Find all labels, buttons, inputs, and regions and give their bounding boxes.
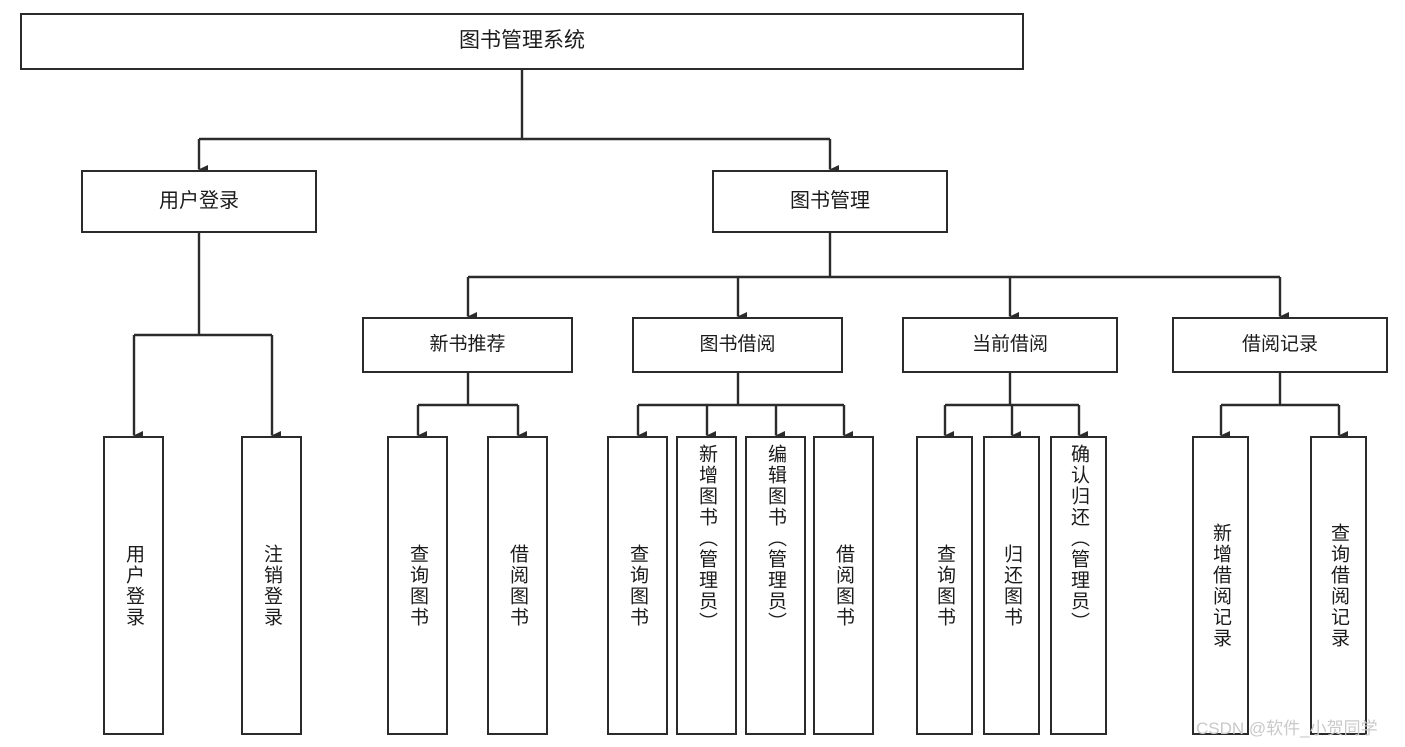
node-new-book-recommend[interactable]: 新书推荐	[362, 317, 573, 373]
node-book-borrow[interactable]: 图书借阅	[632, 317, 843, 373]
node-leaf-query-book-3[interactable]: 查询图书	[916, 436, 973, 735]
node-root[interactable]: 图书管理系统	[20, 13, 1024, 70]
node-leaf-confirm-return-label: 确认归还（管理员）	[1068, 444, 1089, 633]
node-leaf-query-book-2[interactable]: 查询图书	[607, 436, 668, 735]
node-user-login-label: 用户登录	[159, 189, 239, 212]
node-leaf-confirm-return[interactable]: 确认归还（管理员）	[1050, 436, 1107, 735]
node-leaf-borrow-book-2[interactable]: 借阅图书	[813, 436, 874, 735]
node-current-borrow-label: 当前借阅	[971, 333, 1048, 355]
node-leaf-add-record[interactable]: 新增借阅记录	[1192, 436, 1249, 735]
node-book-manage-label: 图书管理	[790, 189, 870, 212]
node-leaf-add-book-label: 新增图书（管理员）	[696, 444, 717, 633]
node-leaf-user-login-label: 用户登录	[123, 543, 144, 628]
node-leaf-query-book-2-label: 查询图书	[627, 543, 648, 628]
node-leaf-query-record[interactable]: 查询借阅记录	[1310, 436, 1367, 735]
node-book-borrow-label: 图书借阅	[699, 333, 776, 355]
node-root-label: 图书管理系统	[459, 29, 585, 53]
node-leaf-return-book[interactable]: 归还图书	[983, 436, 1040, 735]
node-leaf-return-book-label: 归还图书	[1001, 543, 1022, 628]
node-borrow-record[interactable]: 借阅记录	[1172, 317, 1388, 373]
node-leaf-query-book-1-label: 查询图书	[407, 543, 428, 628]
node-borrow-record-label: 借阅记录	[1241, 333, 1318, 355]
watermark: CSDN @软件_小贺同学	[1196, 719, 1378, 738]
node-user-login[interactable]: 用户登录	[81, 170, 317, 233]
node-current-borrow[interactable]: 当前借阅	[902, 317, 1118, 373]
node-leaf-edit-book-label: 编辑图书（管理员）	[765, 444, 786, 633]
node-leaf-edit-book[interactable]: 编辑图书（管理员）	[745, 436, 806, 735]
node-leaf-add-record-label: 新增借阅记录	[1210, 522, 1231, 649]
node-leaf-borrow-book-2-label: 借阅图书	[833, 543, 854, 628]
node-leaf-borrow-book-1-label: 借阅图书	[507, 543, 528, 628]
node-new-book-recommend-label: 新书推荐	[429, 333, 506, 355]
node-leaf-logout-label: 注销登录	[261, 543, 282, 628]
node-leaf-user-login[interactable]: 用户登录	[103, 436, 164, 735]
node-leaf-query-record-label: 查询借阅记录	[1328, 522, 1349, 649]
node-book-manage[interactable]: 图书管理	[712, 170, 948, 233]
node-leaf-borrow-book-1[interactable]: 借阅图书	[487, 436, 548, 735]
node-leaf-logout[interactable]: 注销登录	[241, 436, 302, 735]
node-leaf-add-book[interactable]: 新增图书（管理员）	[676, 436, 737, 735]
node-leaf-query-book-1[interactable]: 查询图书	[387, 436, 448, 735]
node-leaf-query-book-3-label: 查询图书	[934, 543, 955, 628]
